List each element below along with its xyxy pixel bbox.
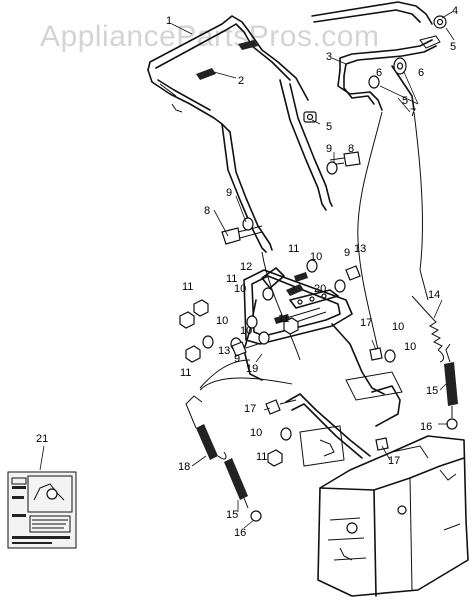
callout-6-right: 6 xyxy=(418,67,424,79)
spring-part-14 xyxy=(411,295,445,363)
callout-9-right: 9 xyxy=(326,143,332,155)
callout-15-right: 15 xyxy=(426,385,438,397)
lever-part-12 xyxy=(261,267,308,324)
callout-8-left: 8 xyxy=(204,205,210,217)
callout-20: 20 xyxy=(314,283,326,295)
hardware-part-4 xyxy=(433,15,447,29)
lower-handle-brackets xyxy=(285,371,403,467)
callout-5-upper: 5 xyxy=(450,41,456,53)
bolts-part-17 xyxy=(265,347,389,451)
bolts-part-13 xyxy=(231,265,361,357)
callout-8-right: 8 xyxy=(348,143,354,155)
watermark-text: AppliancePartsPros.com xyxy=(40,20,379,53)
callout-13-upper: 13 xyxy=(354,243,366,255)
callout-11-b: 11 xyxy=(226,273,237,285)
washers-part-10 xyxy=(202,259,396,441)
callout-17-lower: 17 xyxy=(388,455,400,467)
callout-1: 1 xyxy=(166,15,172,27)
callout-3: 3 xyxy=(326,51,332,63)
handle-bolts-part-8 xyxy=(221,151,361,245)
callout-13-lower: 13 xyxy=(218,345,230,357)
callout-10-f: 10 xyxy=(250,427,262,439)
callout-16-right: 16 xyxy=(420,421,432,433)
callout-5-mid: 5 xyxy=(402,95,408,107)
lower-housing xyxy=(317,435,469,597)
hardware-part-6 xyxy=(368,57,407,89)
callout-16-left: 16 xyxy=(234,527,246,539)
callout-12: 12 xyxy=(240,261,252,273)
spring-part-18 xyxy=(185,395,227,460)
callout-15-left: 15 xyxy=(226,509,238,521)
upper-handle-part-1 xyxy=(147,15,333,253)
callout-labels: 1 2 3 4 5 5 5 6 6 7 8 8 9 9 9 9 10 10 10… xyxy=(36,5,458,539)
callout-6-left: 6 xyxy=(376,67,382,79)
callout-19: 19 xyxy=(246,363,258,375)
callout-17-upper: 17 xyxy=(360,317,372,329)
callout-9-mid: 9 xyxy=(344,247,350,259)
callout-21: 21 xyxy=(36,433,48,445)
callout-5-nut: 5 xyxy=(326,121,332,133)
hardware-part-5-nut xyxy=(303,111,317,123)
callout-10-g: 10 xyxy=(404,341,416,353)
callout-11-c: 11 xyxy=(288,243,299,255)
callout-11-a: 11 xyxy=(182,281,193,293)
callout-14: 14 xyxy=(428,289,440,301)
control-cables xyxy=(199,111,429,391)
callout-11-f: 11 xyxy=(256,451,267,463)
callout-4: 4 xyxy=(452,5,458,17)
callout-11-e: 11 xyxy=(180,367,191,379)
callout-10-e: 10 xyxy=(392,321,404,333)
callout-10-a: 10 xyxy=(234,283,246,295)
callout-9-lower: 9 xyxy=(234,353,240,365)
callout-2: 2 xyxy=(238,75,244,87)
callout-9-left: 9 xyxy=(226,187,232,199)
callout-17-mid: 17 xyxy=(244,403,256,415)
shift-plate-part-20 xyxy=(289,289,339,309)
handle-grips-part-2 xyxy=(196,40,258,80)
callout-10-d: 10 xyxy=(240,325,252,337)
callout-10-b: 10 xyxy=(310,251,322,263)
callout-7: 7 xyxy=(410,107,416,119)
leader-lines xyxy=(39,11,455,529)
callout-18: 18 xyxy=(178,461,190,473)
springs-part-15 xyxy=(224,343,458,509)
nuts-part-11 xyxy=(179,299,299,467)
control-rods-part-3 xyxy=(311,1,441,111)
callout-11-d: 11 xyxy=(278,313,289,325)
callout-10-c: 10 xyxy=(216,315,228,327)
decal-label-part-21 xyxy=(7,471,77,549)
